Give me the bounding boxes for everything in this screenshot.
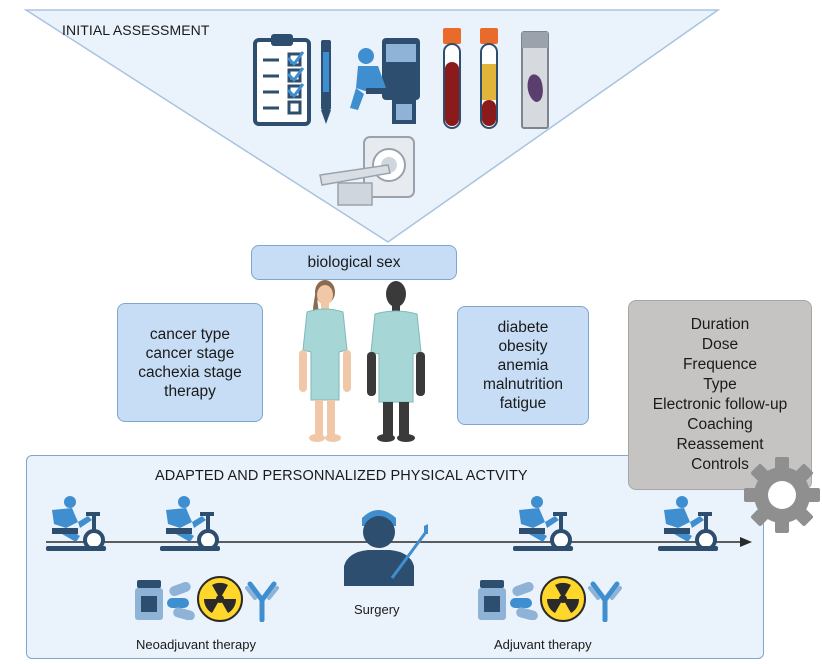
comorbidity-item: obesity [498, 338, 548, 355]
radiation-icon [540, 576, 586, 622]
parameter-item: Dose [701, 336, 739, 353]
surgery-label: Surgery [354, 602, 400, 617]
cancer-factor-item: cancer type [149, 325, 231, 343]
female-patient-icon [299, 280, 351, 442]
biopsy-slide-icon [521, 31, 549, 129]
comorbidity-item: diabete [497, 319, 549, 336]
cancer-factor-item: cancer stage [145, 344, 235, 362]
exercise-test-chair-icon [350, 38, 420, 124]
cancer-factor-item: cachexia stage [138, 363, 242, 381]
clipboard-checklist-icon [253, 34, 311, 126]
biological-sex-label: biological sex [307, 253, 401, 271]
initial-assessment-title: INITIAL ASSESSMENT [62, 22, 210, 38]
gear-icon [744, 457, 820, 533]
physical-activity-title: ADAPTED AND PERSONNALIZED PHYSICAL ACTVI… [155, 468, 528, 484]
pen-icon [321, 40, 331, 124]
timeline-arrow [46, 537, 752, 547]
comorbidity-item: fatigue [499, 395, 547, 412]
blood-tube-serum-icon [480, 28, 498, 129]
parameter-item: Type [703, 376, 737, 393]
ct-scanner-icon [319, 136, 415, 206]
comorbidity-item: malnutrition [482, 376, 564, 393]
pill-bottle-icon [135, 580, 163, 620]
blood-tube-red-icon [443, 28, 461, 129]
parameter-item: Electronic follow-up [652, 396, 788, 413]
antibody-icon [588, 581, 622, 622]
capsules-icon [510, 582, 538, 620]
radiation-icon [197, 576, 243, 622]
exercise-bike-icon [513, 496, 573, 551]
biological-sex-box: biological sex [251, 245, 457, 280]
surgeon-icon [344, 510, 428, 586]
parameter-item: Controls [691, 456, 749, 473]
exercise-bike-icon [160, 496, 220, 551]
male-patient-icon [367, 281, 425, 442]
exercise-bike-icon [658, 496, 718, 551]
comorbidities-box: diabete obesity anemia malnutrition fati… [457, 306, 589, 425]
antibody-icon [245, 581, 279, 622]
adjuvant-therapy-label: Adjuvant therapy [494, 637, 592, 652]
cancer-factor-item: therapy [164, 382, 216, 400]
comorbidity-item: anemia [497, 357, 549, 374]
cancer-factors-box: cancer type cancer stage cachexia stage … [117, 303, 263, 422]
parameter-item: Coaching [687, 416, 753, 433]
pill-bottle-icon [478, 580, 506, 620]
parameter-item: Duration [690, 316, 750, 333]
neoadjuvant-therapy-label: Neoadjuvant therapy [136, 637, 256, 652]
exercise-bike-icon [46, 496, 106, 551]
capsules-icon [167, 582, 195, 620]
parameter-item: Frequence [682, 356, 758, 373]
parameter-item: Reassement [676, 436, 764, 453]
